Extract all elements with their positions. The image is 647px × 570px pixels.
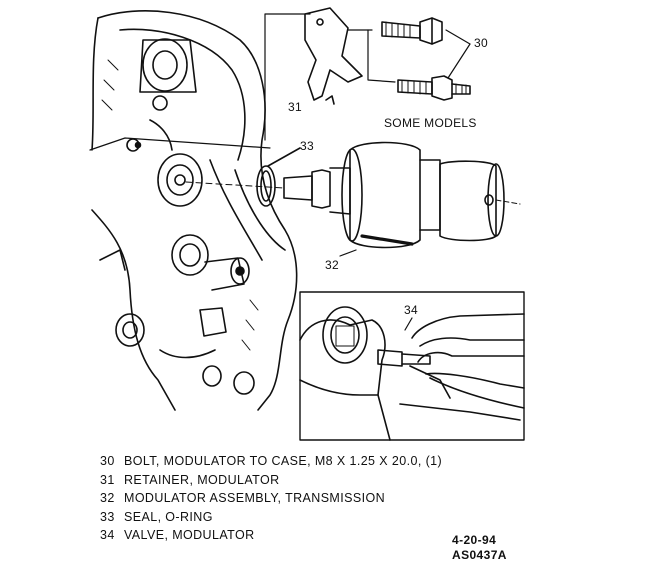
drawing-code: AS0437A: [452, 548, 507, 562]
legend-text: BOLT, MODULATOR TO CASE, M8 X 1.25 X 20.…: [124, 454, 443, 468]
callout-33: 33: [300, 139, 314, 153]
callout-34: 34: [404, 303, 418, 317]
legend-number: 34: [100, 528, 115, 543]
legend-number: 32: [100, 491, 115, 506]
transmission-case-drawing: [91, 10, 298, 411]
legend-number: 31: [100, 472, 115, 487]
inset-frame: [299, 291, 525, 441]
legend-item-31: 31 RETAINER, MODULATOR: [100, 471, 442, 490]
callout-31: 31: [288, 100, 302, 114]
bolt-upper-drawing: [381, 17, 443, 45]
legend-item-34: 34 VALVE, MODULATOR: [100, 526, 442, 545]
drawing-date: 4-20-94: [452, 533, 497, 547]
stud-lower-drawing: [397, 75, 471, 101]
retainer-drawing: [304, 7, 363, 105]
legend-item-32: 32 MODULATOR ASSEMBLY, TRANSMISSION: [100, 489, 442, 508]
callout-30: 30: [474, 36, 488, 50]
modulator-assembly-drawing: [283, 141, 521, 257]
legend-text: VALVE, MODULATOR: [124, 528, 255, 543]
legend-number: 33: [100, 509, 115, 524]
parts-legend: 30 BOLT, MODULATOR TO CASE, M8 X 1.25 X …: [100, 452, 442, 545]
legend-item-30: 30 BOLT, MODULATOR TO CASE, M8 X 1.25 X …: [100, 452, 442, 471]
callout-32: 32: [325, 258, 339, 272]
legend-number: 30: [100, 454, 115, 468]
legend-text: SEAL, O-RING: [124, 509, 213, 524]
legend-text: RETAINER, MODULATOR: [124, 472, 280, 487]
legend-item-33: 33 SEAL, O-RING: [100, 508, 442, 527]
inset-valve-installation-drawing: [299, 306, 525, 441]
legend-text: MODULATOR ASSEMBLY, TRANSMISSION: [124, 491, 386, 506]
callout-some-models: SOME MODELS: [384, 116, 477, 130]
